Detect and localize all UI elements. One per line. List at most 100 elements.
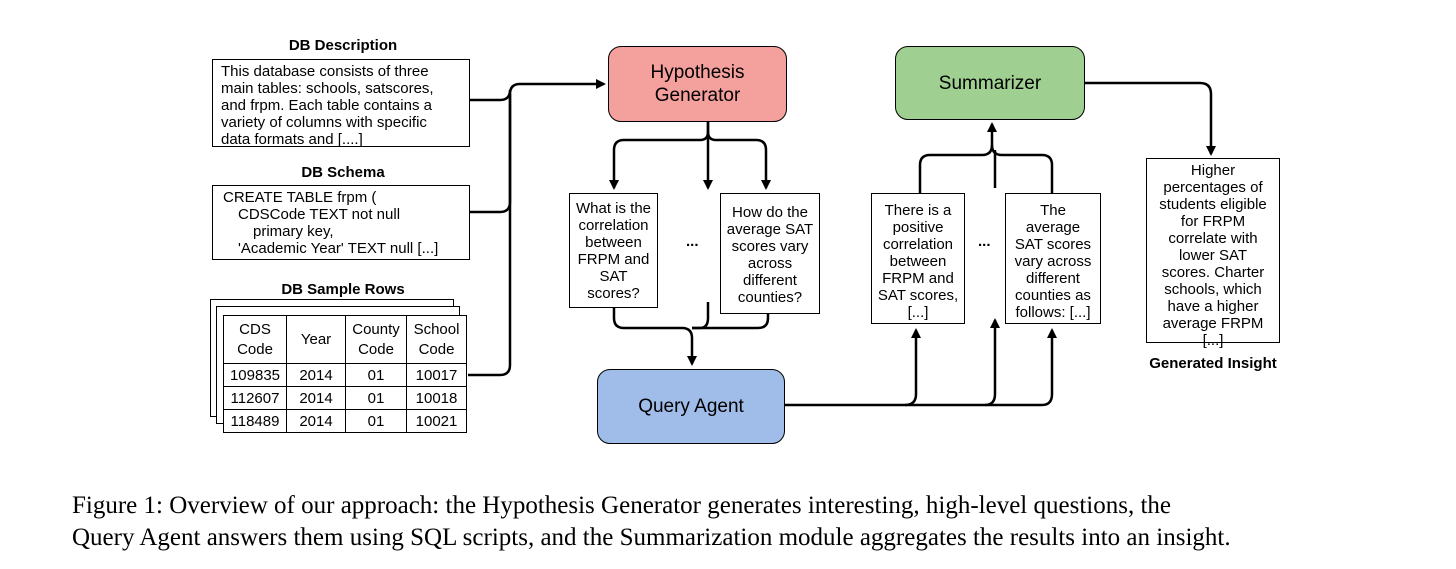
table-row: 112607 2014 01 10018 <box>223 386 467 410</box>
answer-line: between <box>889 253 947 270</box>
table-cell: 112607 <box>223 386 287 410</box>
db-schema-label: DB Schema <box>301 164 385 181</box>
node-label: Hypothesis <box>650 62 745 83</box>
insight-line: lower SAT <box>1178 247 1248 264</box>
answer-line: follows: [...] <box>1015 304 1091 321</box>
question-line: How do the <box>732 204 808 221</box>
answer-line: [...] <box>907 304 929 321</box>
db-description-line: and frpm. Each table contains a <box>221 97 432 114</box>
generated-insight-label: Generated Insight <box>1149 355 1277 372</box>
question-line: scores vary <box>731 238 809 255</box>
question-line: between <box>585 234 642 251</box>
table-cell: 2014 <box>286 363 346 387</box>
arrow-schema-to-generator <box>470 94 512 214</box>
arrow-description-to-generator <box>470 79 606 102</box>
insight-line: for FRPM <box>1180 213 1246 230</box>
caption-line: Figure 1: Overview of our approach: the … <box>72 492 1171 519</box>
answer-line: vary across <box>1014 253 1092 270</box>
table-cell: 01 <box>345 363 407 387</box>
arrow-agent-to-answer-mid <box>905 318 1000 407</box>
answer-line: counties as <box>1015 287 1091 304</box>
insight-line: correlate with <box>1168 230 1258 247</box>
question-line: SAT <box>599 268 628 285</box>
db-schema-box: CREATE TABLE frpm ( CDSCode TEXT not nul… <box>212 185 470 260</box>
answer-line: different <box>1026 270 1080 287</box>
insight-line: percentages of <box>1163 179 1263 196</box>
caption-line: Query Agent answers them using SQL scrip… <box>72 524 1231 551</box>
db-description-line: data formats and [....] <box>221 131 363 148</box>
table-cell: 118489 <box>223 409 287 433</box>
db-description-line: main tables: schools, satscores, <box>221 80 434 97</box>
table-row: 118489 2014 01 10021 <box>223 409 467 433</box>
db-description-box: This database consists of three main tab… <box>212 59 470 148</box>
arrow-question-1-to-agent <box>612 308 697 366</box>
insight-line: scores. Charter <box>1161 264 1265 281</box>
insight-line: students eligible <box>1159 196 1267 213</box>
question-box: How do the average SAT scores vary acros… <box>720 193 820 314</box>
question-line: average SAT <box>726 221 814 238</box>
table-cell: 109835 <box>223 363 287 387</box>
table-row: 109835 2014 01 10017 <box>223 363 467 387</box>
insight-line: average FRPM <box>1162 315 1264 332</box>
arrow-generator-to-question-2 <box>706 131 771 190</box>
node-label: Query Agent <box>638 396 744 417</box>
table-cell: 2014 <box>286 386 346 410</box>
answer-line: SAT scores, <box>877 287 959 304</box>
db-schema-line: CDSCode TEXT not null <box>238 206 401 223</box>
question-line: scores? <box>587 285 640 302</box>
table-cell: 10017 <box>406 363 467 387</box>
question-line: correlation <box>578 217 649 234</box>
insight-line: [...] <box>1202 332 1224 349</box>
figure-caption: Figure 1: Overview of our approach: the … <box>72 490 1392 554</box>
arrow-agent-to-answer-1 <box>785 328 921 407</box>
answer-box: The average SAT scores vary across diffe… <box>1005 193 1101 324</box>
insight-line: have a higher <box>1167 298 1259 315</box>
arrow-answer-1-to-summarizer <box>918 122 997 193</box>
question-line: across <box>747 255 793 272</box>
table-cell: 01 <box>345 409 407 433</box>
question-line: different <box>743 272 797 289</box>
table-cell: 01 <box>345 386 407 410</box>
hypothesis-generator-node: Hypothesis Generator <box>608 46 787 122</box>
answer-line: SAT scores <box>1014 236 1092 253</box>
arrow-question-2-to-agent <box>692 314 770 330</box>
db-description-line: variety of columns with specific <box>221 114 427 131</box>
node-label: Summarizer <box>938 72 1042 94</box>
summarizer-node: Summarizer <box>895 46 1085 120</box>
column-header: Year <box>286 315 346 364</box>
db-schema-line: primary key, <box>253 223 334 240</box>
answer-line: correlation <box>882 236 954 253</box>
db-sample-rows-label: DB Sample Rows <box>281 281 405 298</box>
db-schema-line: 'Academic Year' TEXT null [...] <box>238 240 439 257</box>
table-cell: 2014 <box>286 409 346 433</box>
answer-box: There is a positive correlation between … <box>871 193 965 324</box>
arrow-agent-to-answer-2 <box>985 328 1057 407</box>
answer-line: positive <box>892 219 944 236</box>
arrow-generator-to-question-1 <box>609 122 710 190</box>
db-description-line: This database consists of three <box>221 63 429 80</box>
answer-line: average <box>1025 219 1081 236</box>
query-agent-node: Query Agent <box>597 369 785 444</box>
insight-line: Higher <box>1190 162 1236 179</box>
answer-line: FRPM and <box>882 270 954 287</box>
insight-box: Higher percentages of students eligible … <box>1146 158 1280 349</box>
db-description-label: DB Description <box>288 37 398 54</box>
arrow-answer-2-to-summarizer <box>990 144 1054 193</box>
answer-ellipsis: ... <box>978 233 991 250</box>
node-label: Generator <box>654 85 741 106</box>
insight-line: schools, which <box>1164 281 1262 298</box>
table-cell: 10021 <box>406 409 467 433</box>
answer-line: There is a <box>884 202 952 219</box>
arrow-rows-to-generator <box>468 94 512 377</box>
arrow-question-mid-to-agent <box>692 302 710 330</box>
question-line: counties? <box>737 289 803 306</box>
question-box: What is the correlation between FRPM and… <box>569 193 658 308</box>
table-cell: 10018 <box>406 386 467 410</box>
db-schema-line: CREATE TABLE frpm ( <box>223 189 377 206</box>
